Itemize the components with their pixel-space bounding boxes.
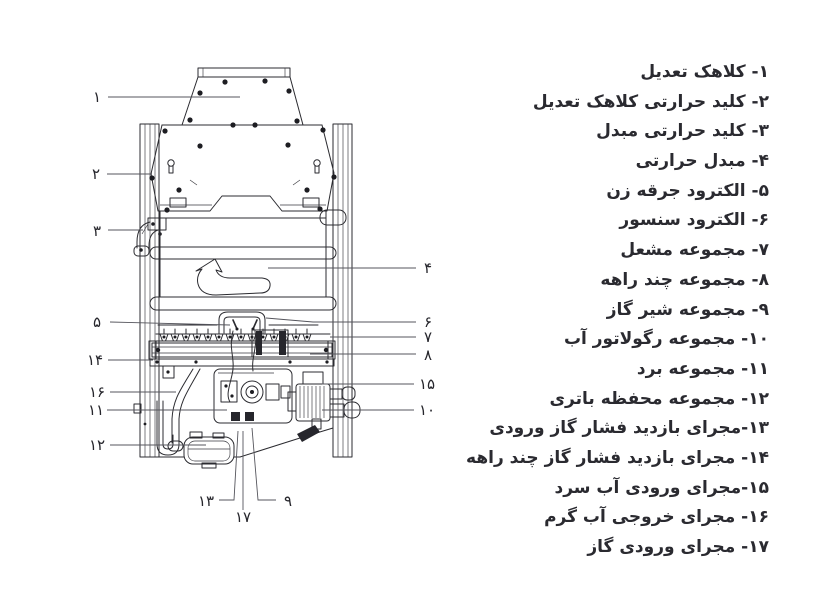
parts-list-item-12: ۱۲- مجموعه محفظه باتری	[549, 388, 769, 409]
case-frame	[133, 123, 353, 458]
callout-8: ۸	[424, 346, 432, 364]
callout-17: ۱۷	[235, 508, 251, 526]
manifold	[148, 329, 336, 379]
keyhole-slot	[167, 159, 321, 174]
callout-14: ۱۴	[87, 351, 103, 369]
callout-13: ۱۳	[198, 492, 214, 510]
parts-list-item-5: ۵- الکترود جرقه زن	[606, 180, 769, 201]
callout-3: ۳	[93, 222, 101, 240]
parts-list-item-3: ۳- کلید حرارتی مبدل	[596, 121, 769, 142]
electrode-bracket	[218, 311, 266, 334]
parts-list-item-16: ۱۶- مجرای خروجی آب گرم	[544, 507, 769, 528]
battery-box	[183, 431, 235, 469]
parts-list-item-15: ۱۵-مجرای ورودی آب سرد	[554, 477, 770, 498]
draft-hood	[149, 67, 337, 213]
parts-list-item-6: ۶- الکترود سنسور	[619, 210, 769, 231]
parts-list-item-7: ۷- مجموعه مشعل	[620, 240, 769, 261]
parts-list-item-9: ۹- مجموعه شیر گاز	[606, 299, 769, 320]
parts-list-item-8: ۸- مجموعه چند راهه	[600, 269, 769, 290]
parts-list-item-17: ۱۷- مجرای ورودی گاز	[587, 537, 769, 557]
spark-electrode	[232, 319, 238, 330]
callout-5: ۵	[93, 313, 101, 331]
parts-list-item-1: ۱- کلاهک تعدیل	[640, 62, 769, 82]
callout-12: ۱۲	[89, 436, 105, 454]
brand-emboss	[195, 258, 271, 296]
callout-6: ۶	[424, 313, 432, 331]
callout-4: ۴	[424, 259, 432, 277]
screws	[149, 78, 337, 213]
callout-7: ۷	[424, 328, 432, 346]
parts-list: ۱- کلاهک تعدیل ۲- کلید حرارتی کلاهک تعدی…	[439, 58, 769, 563]
callout-16: ۱۶	[89, 383, 105, 401]
callout-15: ۱۵	[419, 375, 435, 393]
gas-valve-assembly	[213, 368, 293, 424]
sensor-electrode	[252, 319, 258, 330]
callout-2: ۲	[92, 165, 100, 183]
callout-10: ۱۰	[419, 401, 435, 419]
parts-list-item-13: ۱۳-مجرای بازدید فشار گاز ورودی	[489, 418, 769, 439]
callout-9: ۹	[284, 492, 292, 510]
callout-11: ۱۱	[88, 401, 104, 419]
parts-list-item-11: ۱۱- مجموعه برد	[636, 358, 769, 379]
electrode-wires	[227, 330, 257, 403]
parts-list-item-10: ۱۰- مجموعه رگولاتور آب	[563, 329, 769, 350]
burner-assembly	[155, 311, 331, 403]
heat-exchanger	[149, 209, 347, 311]
leader-lines	[107, 96, 416, 510]
water-pipes	[156, 368, 201, 456]
callout-1: ۱	[93, 88, 101, 106]
parts-list-item-2: ۲- کلید حرارتی کلاهک تعدیل	[532, 91, 769, 112]
water-regulator	[287, 371, 361, 442]
burner-tips	[159, 328, 312, 342]
water-heater-diagram: ۱ ۲ ۳ ۴ ۵ ۶ ۷ ۸ ۹ ۱۰ ۱۱ ۱۲ ۱۳ ۱۴ ۱۵ ۱۶ ۱…	[87, 67, 435, 526]
parts-list-item-14: ۱۴- مجرای بازدید فشار گاز چند راهه	[466, 447, 769, 468]
callout-numbers: ۱ ۲ ۳ ۴ ۵ ۶ ۷ ۸ ۹ ۱۰ ۱۱ ۱۲ ۱۳ ۱۴ ۱۵ ۱۶ ۱…	[87, 88, 435, 526]
regulator-lever	[297, 425, 320, 442]
parts-list-item-4: ۴- مبدل حرارتی	[635, 151, 769, 172]
